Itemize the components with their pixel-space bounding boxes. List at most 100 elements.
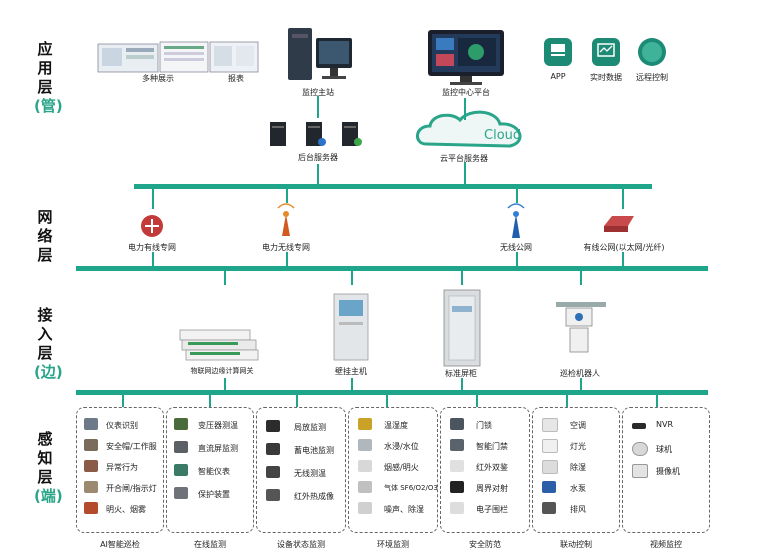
group-title-ai: AI智能巡检 (100, 540, 140, 549)
item-label: 智能门禁 (476, 442, 508, 451)
group-title-video: 视频监控 (650, 540, 682, 549)
cabinet-image (443, 289, 481, 367)
connector (656, 395, 658, 407)
monitor-center-label: 监控中心平台 (442, 88, 490, 97)
layer-perception-label: 感知层 (37, 430, 53, 486)
wireless-tower-icon (277, 203, 295, 236)
noise-icon (358, 502, 372, 514)
item-label: 安全帽/工作服 (106, 442, 157, 451)
group-title-online: 在线监测 (194, 540, 226, 549)
power-wired-label: 电力有线专网 (128, 243, 176, 252)
wall-host-label: 壁挂主机 (335, 367, 367, 376)
item-label: 气体 SF6/O2/O3 (384, 484, 438, 492)
layer-application-label: 应用层 (37, 40, 53, 96)
connector (296, 395, 298, 407)
item-label: 开合闸/指示灯 (106, 484, 157, 493)
item-label: 噪声、除湿 (384, 505, 424, 514)
connector (580, 271, 582, 285)
item-label: 温湿度 (384, 421, 408, 430)
perception-bus (76, 390, 708, 395)
app-label: APP (550, 72, 566, 81)
electric-fence-icon (450, 502, 464, 514)
connector (580, 378, 582, 390)
item-label: 红外双鉴 (476, 463, 508, 472)
connector (351, 378, 353, 390)
gas-sensor-icon (358, 481, 372, 493)
item-label: 门锁 (476, 421, 492, 430)
connector (286, 189, 288, 203)
robot-image (556, 302, 606, 353)
report-label: 报表 (228, 74, 244, 83)
wireless-temp-icon (266, 466, 280, 478)
camera-icon (632, 464, 648, 478)
infrared-camera-icon (266, 489, 280, 501)
layer-access-label: 接入层 (37, 306, 53, 362)
connector (464, 98, 466, 120)
connector (566, 395, 568, 407)
group-title-linkage: 联动控制 (560, 540, 592, 549)
cloud-image (416, 110, 522, 148)
layer-access: 接入层(边) (34, 306, 63, 382)
group-box-device (256, 407, 346, 533)
layer-application-suffix: (管) (34, 97, 63, 115)
connector (317, 96, 319, 118)
workstation-image (288, 28, 352, 80)
group-box-ai (76, 407, 164, 533)
group-box-online (166, 407, 254, 533)
nvr-icon (632, 423, 646, 429)
connector (122, 395, 124, 407)
connector (317, 164, 319, 184)
layer-perception-suffix: (端) (34, 487, 63, 505)
connector (464, 162, 466, 184)
group-title-device: 设备状态监测 (277, 540, 325, 549)
cloud-server-label: 云平台服务器 (440, 154, 488, 163)
connector (209, 395, 211, 407)
water-pump-icon (542, 481, 556, 493)
smart-meter-icon (174, 464, 188, 476)
dome-camera-icon (632, 442, 648, 456)
layer-network: 网络层 (34, 208, 56, 265)
screens-image (97, 41, 259, 73)
light-icon (542, 439, 558, 453)
door-lock-icon (450, 418, 464, 430)
connector (516, 252, 518, 266)
group-title-env: 环境监测 (377, 540, 409, 549)
item-label: 球机 (656, 445, 672, 454)
remote-label: 远程控制 (636, 73, 668, 82)
exhaust-fan-icon (542, 502, 556, 514)
dehumidifier-icon (542, 460, 558, 474)
router-icon (141, 215, 163, 237)
item-label: NVR (656, 420, 674, 429)
item-label: 烟感/明火 (384, 463, 419, 472)
realtime-label: 实时数据 (590, 73, 622, 82)
partial-discharge-icon (266, 420, 280, 432)
wireless-public-label: 无线公网 (500, 243, 532, 252)
center-monitor-image (428, 30, 504, 85)
connector (286, 252, 288, 266)
realtime-data-icon (592, 38, 620, 66)
layer-network-label: 网络层 (37, 208, 53, 264)
multi-display-label: 多种展示 (142, 74, 174, 83)
battery-icon (266, 443, 280, 455)
backend-server-image (270, 122, 362, 146)
item-label: 空调 (570, 421, 586, 430)
connector (386, 395, 388, 407)
layer-access-suffix: (边) (34, 363, 63, 381)
connector (224, 378, 226, 390)
connector (152, 189, 154, 209)
item-label: 排风 (570, 505, 586, 514)
item-label: 水泵 (570, 484, 586, 493)
item-label: 保护装置 (198, 490, 230, 499)
switch-indicator-icon (84, 481, 98, 493)
item-label: 无线测温 (294, 469, 326, 478)
dual-sensor-icon (450, 460, 464, 472)
transformer-icon (174, 418, 188, 430)
group-box-env (348, 407, 438, 533)
connector (622, 189, 624, 209)
helmet-icon (84, 439, 98, 451)
access-control-icon (450, 439, 464, 451)
item-label: 异常行为 (106, 463, 138, 472)
connector (461, 271, 463, 285)
item-label: 除湿 (570, 463, 586, 472)
